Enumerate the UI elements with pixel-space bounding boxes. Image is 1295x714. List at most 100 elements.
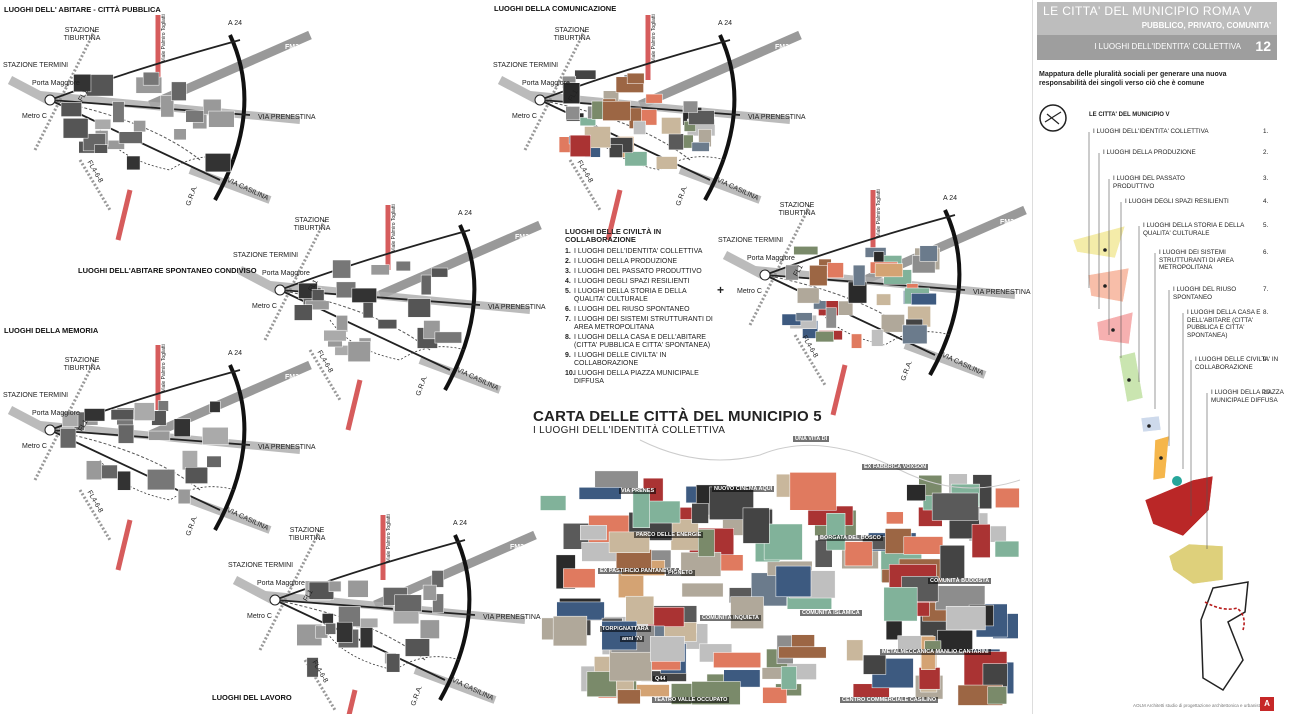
sidebar-item: I LUOGHI DELLA STORIA E DELLA QUALITA' C…: [1143, 222, 1245, 237]
map-4: [7, 345, 312, 571]
collage-photo: [945, 605, 986, 631]
collage-photo: [776, 473, 793, 498]
legend-title: LUOGHI DELLE CIVILTÀ IN COLLABORAZIONE: [565, 227, 662, 244]
legend-item-label: I LUOGHI DELLA STORIA E DELLA QUALITA' C…: [574, 288, 687, 303]
via-prenestina-label: VIA PRENESTINA: [748, 114, 806, 121]
stazione-termini-label: STAZIONE TERMINI: [3, 62, 69, 69]
fl4-line: [78, 489, 112, 541]
photo-tile: [86, 460, 102, 481]
fm2-label: FM2: [285, 374, 299, 381]
center-legend: LUOGHI DELLE CIVILTÀ IN COLLABORAZIONE 1…: [565, 228, 715, 388]
photo-tile: [126, 155, 141, 171]
sidebar-item-number: 1.: [1263, 128, 1269, 135]
collage-label-q44: Q44: [653, 676, 668, 682]
photo-tile: [377, 319, 398, 330]
photo-tile: [328, 580, 342, 592]
sidebar-marker: [1159, 456, 1163, 460]
fm2-band: [638, 30, 802, 110]
photo-tile: [332, 259, 351, 279]
via-casilina-band: [418, 356, 502, 394]
photo-tile: [881, 314, 905, 333]
collage-label-comunita-inquieta: COMUNITÀ INQUIETA: [700, 615, 762, 621]
photo-tile: [404, 638, 430, 657]
photo-tile: [359, 626, 374, 648]
road-north: [539, 39, 731, 101]
collage-photo: [987, 686, 1007, 705]
photo-tile: [874, 263, 904, 278]
photo-tile: [209, 401, 221, 413]
photo-tile: [347, 341, 371, 362]
collage-photo: [918, 667, 941, 690]
photo-tile: [419, 619, 440, 639]
collage-photo: [886, 511, 904, 525]
sidebar: LE CITTA' DEL MUNICIPIO ROMA V PUBBLICO,…: [1032, 0, 1283, 714]
via-prenestina-label: VIA PRENESTINA: [488, 304, 546, 311]
collage-photo: [990, 525, 1007, 543]
legend-item-number: 7.: [565, 316, 571, 323]
fm2-label: FM2: [775, 44, 789, 51]
sidebar-zone-shape: [1118, 351, 1144, 403]
collage-photo: [632, 489, 650, 528]
collage-label-pastificio: EX PASTIFICIO PANTANELLA: [598, 568, 680, 574]
collage-label-ex-fabbrica: EX FABBRICA VOXSON: [862, 464, 929, 470]
photo-tile: [202, 427, 229, 445]
photo-tile: [656, 156, 678, 170]
photo-tile: [110, 409, 134, 421]
palmiro-label: Viale Palmiro Togliatti: [650, 14, 657, 62]
sidebar-marker: [1103, 248, 1107, 252]
city-emblem-mark: [1044, 111, 1062, 125]
photo-tile: [370, 264, 390, 276]
sidebar-description: Mappatura delle pluralità sociali per ge…: [1039, 71, 1227, 87]
legend-item-label: I LUOGHI DEL PASSATO PRODUTTIVO: [574, 268, 702, 275]
section-title-lavoro: LUOGHI DEL LAVORO: [212, 693, 292, 702]
photo-tile: [117, 470, 131, 491]
photo-tile: [876, 293, 891, 306]
via-casilina-band: [678, 166, 762, 204]
photo-tile: [148, 430, 171, 441]
sidebar-marker: [1111, 328, 1115, 332]
via-prenestina-label: VIA PRENESTINA: [258, 444, 316, 451]
sidebar-subtitle: PUBBLICO, PRIVATO, COMUNITA': [1141, 21, 1271, 30]
metro-c-label: Metro C: [737, 288, 762, 295]
photo-tile: [395, 260, 411, 272]
a24-label: A 24: [718, 20, 733, 27]
legend-item-number: 9.: [565, 352, 571, 359]
photo-tile: [633, 120, 646, 135]
collage-photo: [995, 487, 1020, 508]
sidebar-item: I LUOGHI DELLA PRODUZIONE: [1103, 149, 1196, 156]
collage-photo: [650, 636, 685, 662]
photo-tile: [795, 312, 813, 322]
section-title-memoria: LUOGHI DELLA MEMORIA: [4, 326, 99, 335]
collage-photo: [780, 666, 797, 690]
plus-sign: +: [717, 283, 725, 297]
photo-tile: [173, 418, 191, 437]
fm2-label: FM2: [285, 44, 299, 51]
stazione-termini-label: STAZIONE TERMINI: [493, 62, 559, 69]
termini-node: [274, 284, 286, 296]
via-casilina-band: [903, 341, 987, 379]
stazione-tiburtina-label: STAZIONE TIBURTINA: [293, 217, 331, 232]
photo-tile: [185, 110, 204, 123]
collage-photo: [742, 507, 770, 544]
stazione-tiburtina-label: STAZIONE TIBURTINA: [778, 202, 816, 217]
map-3: [237, 205, 542, 431]
photo-tile: [347, 580, 369, 598]
photo-tile: [351, 287, 377, 303]
sidebar-item-number: 9.: [1263, 356, 1269, 363]
stazione-tiburtina-label: STAZIONE TIBURTINA: [63, 27, 101, 42]
photo-tile: [173, 128, 187, 141]
collage-photo: [618, 573, 644, 598]
sidebar-header-bar: [1037, 35, 1277, 60]
collage-label-torpignattara: TORPIGNATTARA: [600, 626, 651, 632]
sidebar-footer: AOLM Architetti studio di progettazione …: [1133, 703, 1266, 708]
sidebar-item-number: 2.: [1263, 149, 1269, 156]
collage-photo: [730, 596, 764, 629]
photo-tile: [431, 570, 444, 588]
collage-label-pigneto: PIGNETO: [666, 570, 695, 576]
photo-tile: [206, 455, 222, 468]
stazione-tiburtina-label: STAZIONE TIBURTINA: [288, 527, 326, 542]
photo-tile: [688, 110, 715, 125]
photo-tile: [171, 81, 187, 101]
photo-tile: [112, 101, 125, 123]
collage-photo: [789, 472, 837, 511]
